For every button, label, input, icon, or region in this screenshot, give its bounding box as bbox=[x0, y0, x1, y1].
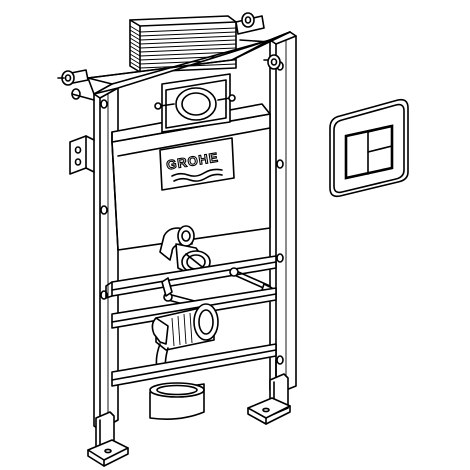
wall-anchor-right bbox=[235, 12, 281, 70]
flush-plate bbox=[329, 98, 409, 198]
support-rod-right bbox=[229, 267, 273, 295]
left-upright-holes bbox=[100, 99, 108, 300]
flush-button-small bbox=[367, 125, 393, 153]
middle-rail bbox=[105, 255, 277, 299]
top-cross-rail bbox=[87, 31, 291, 95]
wall-anchor-left bbox=[57, 69, 95, 101]
drain-pipe-stub bbox=[149, 382, 205, 420]
waste-outlet bbox=[151, 303, 219, 377]
brand-logo: GROHE bbox=[159, 137, 235, 191]
access-opening bbox=[154, 73, 236, 133]
lower-rail bbox=[111, 287, 277, 329]
bottom-rail bbox=[111, 343, 277, 387]
frame-upright-right bbox=[269, 31, 297, 395]
foot-right bbox=[247, 359, 291, 425]
foot-left bbox=[87, 411, 129, 467]
top-service-box bbox=[129, 15, 237, 73]
side-mounting-bracket bbox=[69, 135, 95, 175]
